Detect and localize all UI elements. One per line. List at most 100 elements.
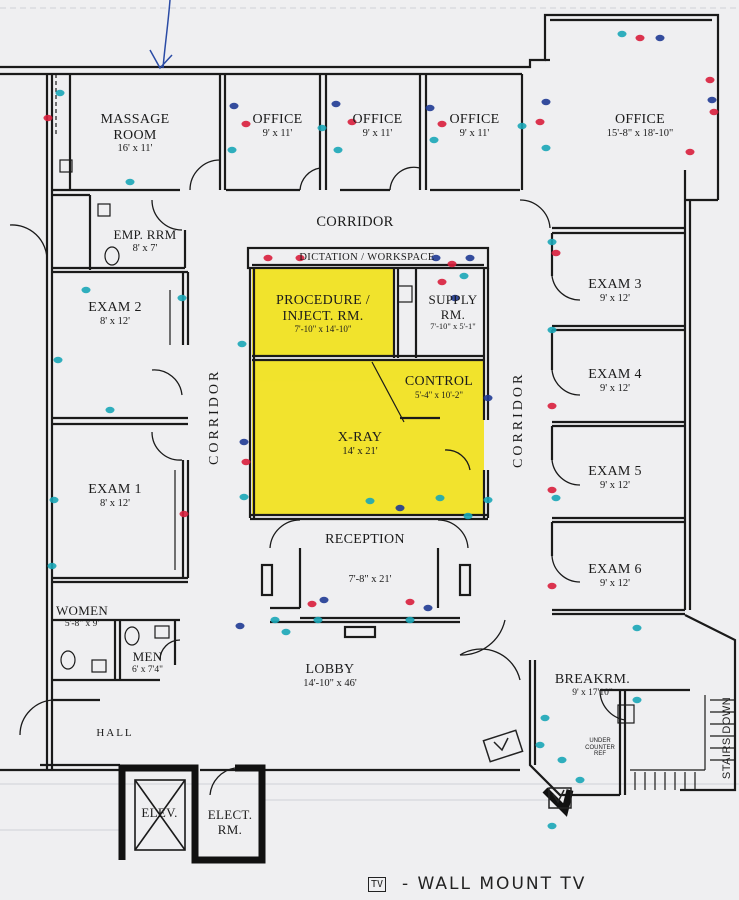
outlet-marker	[431, 254, 441, 262]
outlet-marker	[237, 340, 247, 348]
outlet-marker	[53, 356, 63, 364]
outlet-marker	[365, 497, 375, 505]
outlet-marker	[241, 120, 251, 128]
outlet-marker	[227, 146, 237, 154]
outlet-markers	[43, 30, 719, 830]
outlet-marker	[295, 254, 305, 262]
room-office-2: OFFICE 9' x 11'	[352, 112, 403, 139]
outlet-marker	[535, 118, 545, 126]
highlight-fill	[252, 268, 484, 515]
room-massage: MASSAGE ROOM 16' x 11'	[100, 112, 170, 155]
outlet-marker	[632, 624, 642, 632]
corridor-right: CORRIDOR	[511, 371, 526, 468]
stairs-down-label: STAIRS DOWN	[721, 696, 734, 780]
outlet-marker	[437, 120, 447, 128]
outlet-marker	[685, 148, 695, 156]
arrow-icon	[149, 0, 173, 70]
outlet-marker	[395, 504, 405, 512]
outlet-marker	[547, 238, 557, 246]
outlet-marker	[179, 510, 189, 518]
outlet-marker	[483, 496, 493, 504]
room-reception: RECEPTION	[325, 532, 405, 547]
outlet-marker	[575, 776, 585, 784]
door-swings	[9, 159, 626, 796]
room-exam-2: EXAM 2 8' x 12'	[88, 300, 142, 327]
outlet-marker	[229, 102, 239, 110]
outlet-marker	[447, 260, 457, 268]
outlet-marker	[317, 124, 327, 132]
outlet-marker	[177, 294, 187, 302]
outlet-marker	[632, 696, 642, 704]
outlet-marker	[437, 278, 447, 286]
outlet-marker	[270, 616, 280, 624]
outlet-marker	[705, 76, 715, 84]
outlet-marker	[319, 596, 329, 604]
room-xray: X-RAY 14' x 21'	[337, 430, 383, 457]
legend-text: - WALL MOUNT TV	[402, 874, 587, 894]
outlet-marker	[551, 249, 561, 257]
room-exam-1: EXAM 1 8' x 12'	[88, 482, 142, 509]
outlet-marker	[263, 254, 273, 262]
outlet-marker	[547, 486, 557, 494]
core-walls	[118, 764, 574, 864]
outlet-marker	[425, 104, 435, 112]
room-emp-rr: EMP. RRM 8' x 7'	[113, 227, 177, 254]
outlet-marker	[313, 616, 323, 624]
outlet-marker	[551, 494, 561, 502]
outlet-marker	[547, 582, 557, 590]
outlet-marker	[707, 96, 717, 104]
room-supply: SUPPLY RM. 7'-10" x 5'-1"	[428, 292, 478, 332]
outlet-marker	[235, 622, 245, 630]
outlet-marker	[435, 494, 445, 502]
outlet-marker	[429, 136, 439, 144]
outlet-marker	[547, 822, 557, 830]
corridor-top: CORRIDOR	[316, 214, 394, 230]
room-control: CONTROL 5'-4" x 10'-2"	[404, 374, 474, 400]
outlet-marker	[547, 402, 557, 410]
room-elev: ELEV.	[141, 805, 178, 820]
room-exam-6: EXAM 6 9' x 12'	[588, 562, 642, 589]
room-exam-5: EXAM 5 9' x 12'	[588, 464, 642, 491]
room-office-3: OFFICE 9' x 11'	[449, 112, 500, 139]
outlet-marker	[541, 98, 551, 106]
room-hall: HALL	[96, 727, 134, 739]
outlet-marker	[55, 89, 65, 97]
outlet-marker	[47, 562, 57, 570]
room-office-1: OFFICE 9' x 11'	[252, 112, 303, 139]
room-women: WOMEN 5'-8" x 9'	[55, 603, 109, 629]
outlet-marker	[43, 114, 53, 122]
legend-tv-box: TV	[368, 877, 387, 892]
outlet-marker	[331, 100, 341, 108]
outlet-marker	[635, 34, 645, 42]
outlet-marker	[465, 254, 475, 262]
outlet-marker	[125, 178, 135, 186]
under-counter-ref: UNDER COUNTER REF	[585, 738, 615, 758]
outlet-marker	[405, 616, 415, 624]
room-elect: ELECT. RM.	[207, 807, 253, 837]
outlet-marker	[709, 108, 719, 116]
outlet-marker	[655, 34, 665, 42]
outlet-marker	[450, 294, 460, 302]
reception-size: 7'-8" x 21'	[348, 574, 392, 585]
outlet-marker	[463, 512, 473, 520]
outlet-marker	[423, 604, 433, 612]
outlet-marker	[347, 118, 357, 126]
outlet-marker	[281, 628, 291, 636]
fixtures	[55, 74, 635, 724]
outlet-marker	[541, 144, 551, 152]
outlet-marker	[535, 741, 545, 749]
outlet-marker	[239, 493, 249, 501]
outlet-marker	[459, 272, 469, 280]
outlet-marker	[405, 598, 415, 606]
outlet-marker	[547, 326, 557, 334]
walls	[0, 13, 737, 797]
room-office-4: OFFICE 15'-8" x 18'-10"	[606, 112, 674, 139]
corridor-left: CORRIDOR	[207, 368, 222, 465]
outlet-marker	[105, 406, 115, 414]
room-procedure: PROCEDURE / INJECT. RM. 7'-10" x 14'-10"	[276, 293, 370, 335]
outlet-marker	[81, 286, 91, 294]
outlet-marker	[49, 496, 59, 504]
room-lobby: LOBBY 14'-10" x 46'	[303, 662, 357, 689]
room-men: MEN 6' x 7'4"	[131, 649, 164, 675]
